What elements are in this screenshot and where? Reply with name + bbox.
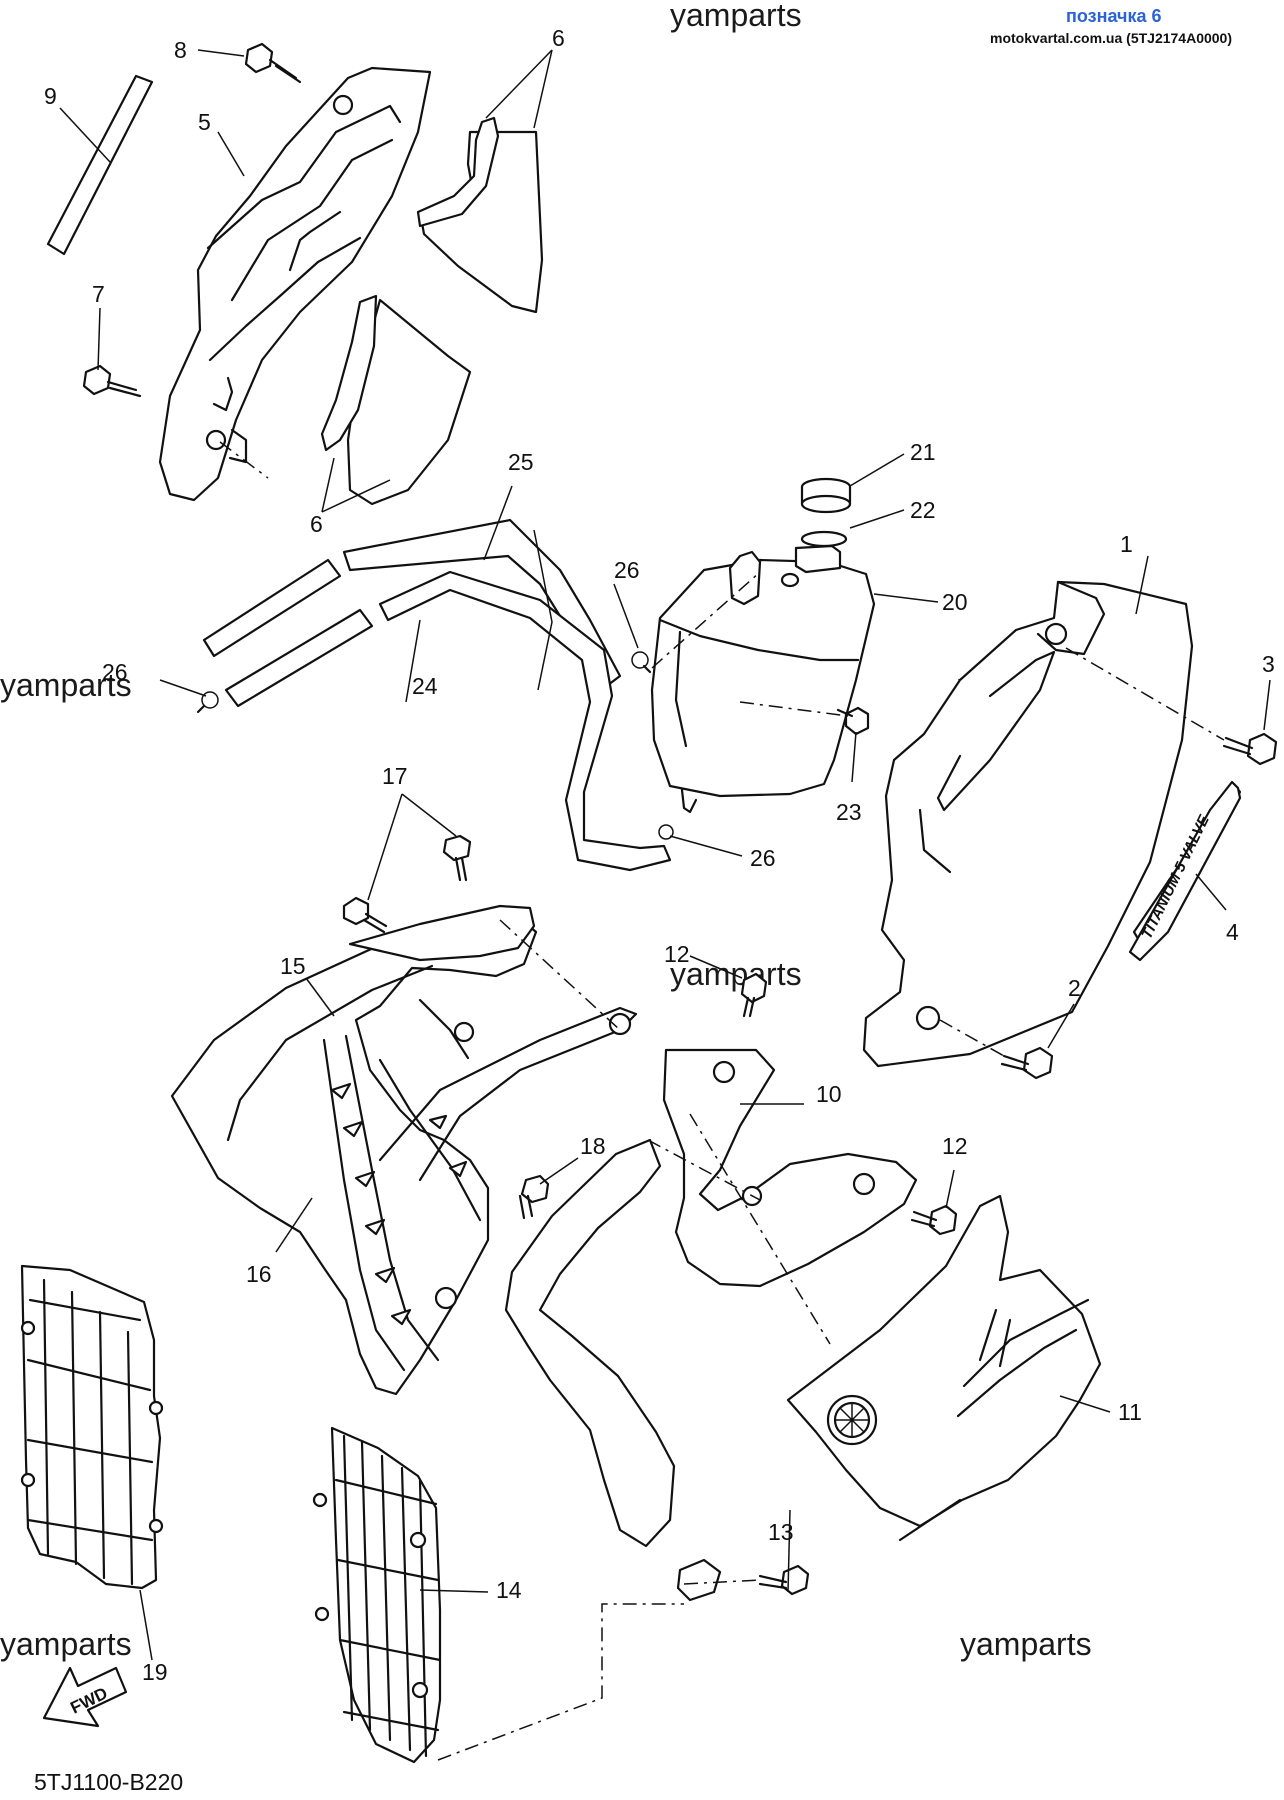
- part-19-radiator-guard: [20, 1264, 164, 1590]
- callout-23: 23: [836, 799, 862, 825]
- callout-6-bottom: 6: [310, 511, 323, 537]
- part-22-o-ring: [800, 530, 848, 548]
- callout-15: 15: [280, 953, 306, 979]
- callout-5: 5: [198, 109, 211, 135]
- part-8-bolt: [244, 42, 302, 84]
- part-6-backing-pieces: [320, 116, 544, 506]
- assembly-lines: [219, 441, 1225, 1761]
- callout-14: 14: [496, 1577, 522, 1603]
- callout-22: 22: [910, 497, 936, 523]
- watermark-bottom-right: yamparts: [960, 1626, 1092, 1662]
- part-3-bolt: [1222, 732, 1278, 766]
- callout-24: 24: [412, 673, 438, 699]
- callout-8: 8: [174, 37, 187, 63]
- part-21-tank-cap: [800, 477, 852, 514]
- forward-direction-arrow-icon: FWD: [42, 1666, 128, 1728]
- callout-19: 19: [142, 1659, 168, 1685]
- callout-2: 2: [1068, 975, 1081, 1001]
- callout-20: 20: [942, 589, 968, 615]
- callout-25: 25: [508, 449, 534, 475]
- callout-1: 1: [1120, 531, 1133, 557]
- part-16-radiator-shroud: [170, 916, 638, 1396]
- watermark-bottom-left: yamparts: [0, 1626, 132, 1662]
- callout-12-top: 12: [664, 941, 690, 967]
- part-7-bolt: [82, 364, 142, 398]
- callout-18: 18: [580, 1133, 606, 1159]
- callout-21: 21: [910, 439, 936, 465]
- part-1-side-cover: [862, 580, 1194, 1068]
- callout-16: 16: [246, 1261, 272, 1287]
- part-17-bolts: [342, 834, 472, 934]
- callout-26-top: 26: [614, 557, 640, 583]
- part-14-radiator-louver: [312, 1426, 442, 1764]
- part-11-radiator-shroud-outer: [504, 1138, 1102, 1602]
- part-5-side-cover-upper: [158, 66, 432, 502]
- leader-lines: [59, 49, 1271, 1661]
- watermark-middle: yamparts: [670, 956, 802, 992]
- callout-17: 17: [382, 763, 408, 789]
- callout-26-right: 26: [750, 845, 776, 871]
- callout-4: 4: [1226, 919, 1239, 945]
- callout-10: 10: [816, 1081, 842, 1107]
- callout-3: 3: [1262, 651, 1275, 677]
- part-20-reservoir-tank: [650, 544, 876, 814]
- part-26-hose-clips: [196, 651, 674, 840]
- callout-7: 7: [92, 281, 105, 307]
- callout-12-right: 12: [942, 1133, 968, 1159]
- callout-26-left: 26: [102, 659, 128, 685]
- callout-9: 9: [44, 83, 57, 109]
- part-24-25-hoses: [202, 518, 672, 872]
- part-23-bolt: [836, 706, 870, 736]
- watermark-top: yamparts: [670, 0, 802, 33]
- callout-numbers: 1 2 3 4 5 6 6 7 8 9 10 11 12 12 13 14 15…: [44, 25, 1275, 1685]
- diagram-code: 5TJ1100-B220: [34, 1769, 183, 1795]
- callout-13: 13: [768, 1519, 794, 1545]
- callout-6-top: 6: [552, 25, 565, 51]
- part-2-bolt: [1000, 1046, 1054, 1080]
- header-source-line: motokvartal.com.ua (5TJ2174A0000): [990, 30, 1232, 46]
- watermark-left: yamparts: [0, 667, 132, 703]
- part-15-shroud-strip: [348, 904, 536, 962]
- callout-11: 11: [1118, 1399, 1142, 1425]
- header-label-title: позначка 6: [1066, 6, 1162, 26]
- part-9-decal-strip: [46, 74, 154, 256]
- part-13-bolt: [758, 1564, 810, 1596]
